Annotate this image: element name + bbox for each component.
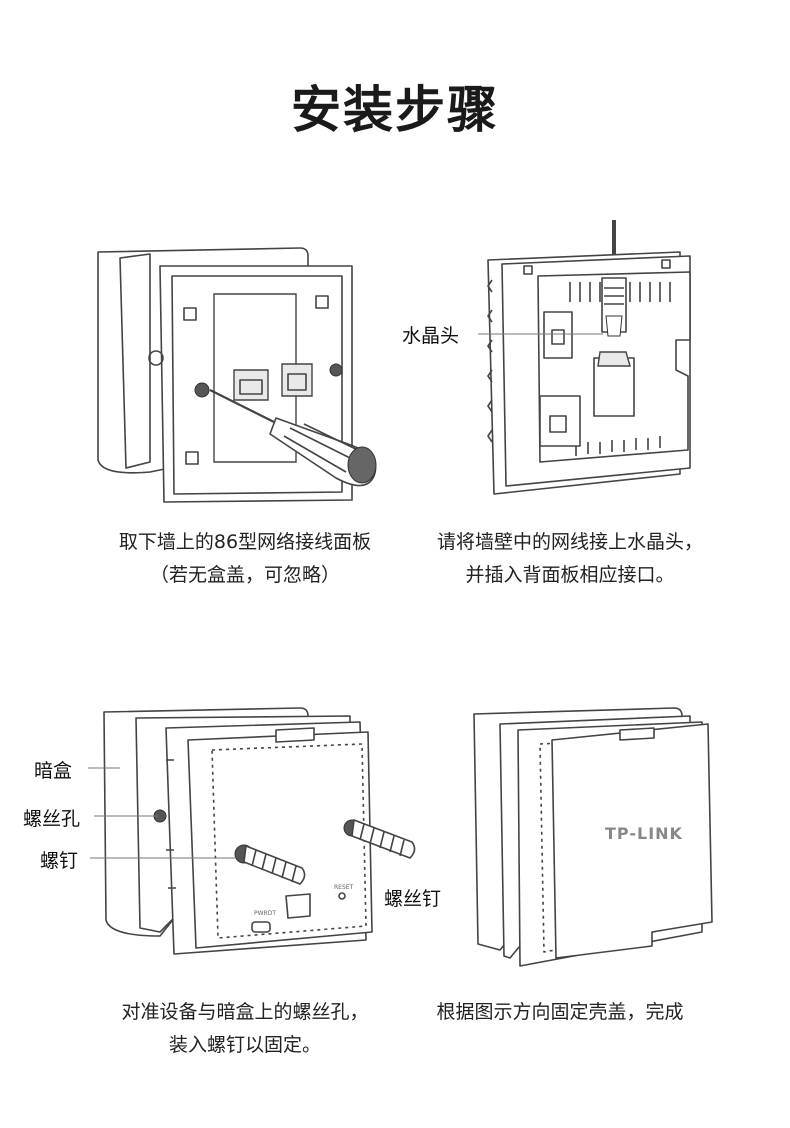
caption-line: 对准设备与暗盒上的螺丝孔， [121, 1001, 369, 1023]
rj45-callout: 水晶头 [402, 325, 460, 347]
step1-illustration [97, 247, 377, 503]
reset-label: RESET [334, 884, 354, 891]
step4-caption: 根据图示方向固定壳盖，完成 [400, 996, 720, 1029]
caption-line: 取下墙上的86型网络接线面板 [118, 531, 372, 553]
screw-hole-callout: 螺丝孔 [23, 808, 81, 830]
brand-logo: TP-LINK [605, 824, 683, 843]
step3-caption: 对准设备与暗盒上的螺丝孔， 装入螺钉以固定。 [85, 996, 405, 1062]
screw-hole-leader [94, 815, 158, 817]
step3-illustration [103, 707, 416, 955]
caption-line: 请将墙壁中的网线接上水晶头， [436, 531, 703, 553]
caption-line: 装入螺钉以固定。 [168, 1034, 321, 1056]
step1-caption: 取下墙上的86型网络接线面板 （若无盒盖，可忽略） [85, 526, 405, 592]
screw-leader [90, 857, 236, 859]
back-box-leader [88, 767, 120, 769]
caption-line: 根据图示方向固定壳盖，完成 [436, 1001, 684, 1023]
page-title: 安装步骤 [291, 81, 499, 139]
screw-callout: 螺钉 [40, 850, 79, 872]
step4-illustration [473, 707, 713, 967]
rj45-leader-line [478, 333, 603, 335]
back-box-callout: 暗盒 [34, 760, 73, 782]
caption-line: 并插入背面板相应接口。 [465, 564, 675, 586]
screw-long-callout: 螺丝钉 [384, 888, 442, 910]
caption-line: （若无盒盖，可忽略） [149, 564, 340, 586]
step2-caption: 请将墙壁中的网线接上水晶头， 并插入背面板相应接口。 [400, 526, 740, 592]
step2-illustration [487, 220, 691, 495]
port-label: PWRDT [254, 910, 277, 917]
